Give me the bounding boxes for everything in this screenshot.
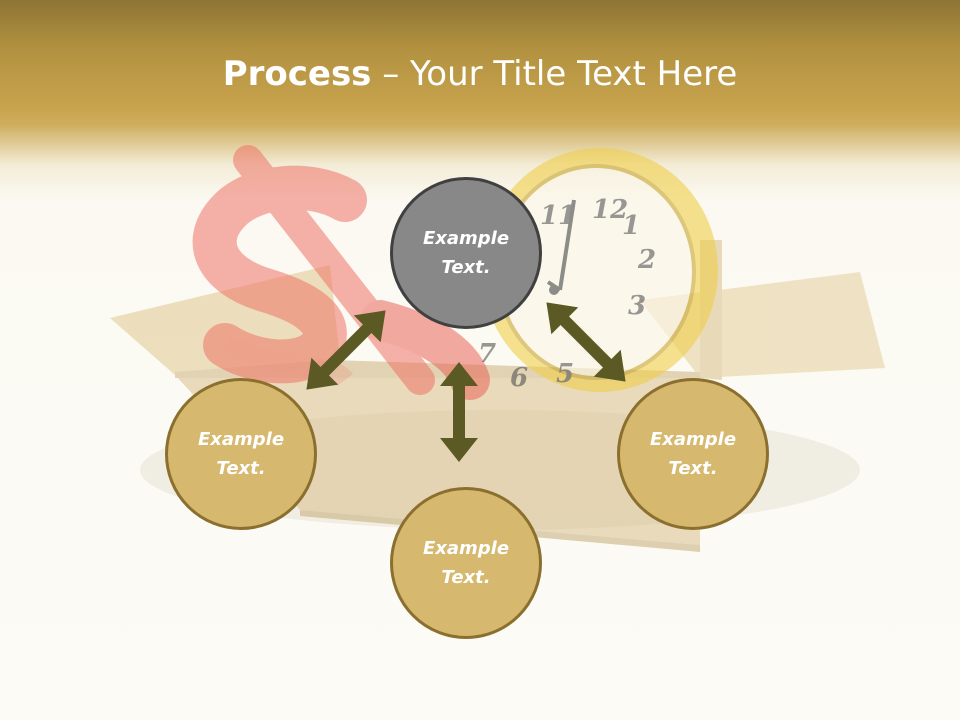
alarm-clock-icon: 12 1 2 3 5 6 7 11 — [478, 148, 718, 393]
node-label: Text. — [441, 257, 491, 278]
node-label: Example — [422, 538, 510, 559]
title-bold: Process — [222, 54, 372, 94]
clock-number: 5 — [556, 359, 574, 389]
process-node-right[interactable]: Example Text. — [617, 378, 769, 530]
process-node-bottom[interactable]: Example Text. — [390, 487, 542, 639]
node-label: Example — [197, 429, 285, 450]
node-label: Text. — [668, 458, 718, 479]
double-arrow-icon — [306, 310, 386, 390]
clock-number: 2 — [637, 245, 656, 275]
clock-number: 3 — [628, 291, 646, 321]
clock-number: 7 — [478, 339, 496, 369]
node-label: Text. — [441, 567, 491, 588]
slide-title: Process – Your Title Text Here — [0, 52, 960, 96]
clock-number: 6 — [510, 363, 528, 393]
process-node-left[interactable]: Example Text. — [165, 378, 317, 530]
node-label: Example — [422, 228, 510, 249]
process-node-top[interactable]: Example Text. — [390, 177, 542, 329]
double-arrow-icon — [546, 302, 626, 382]
dollar-sign-icon — [192, 145, 490, 400]
node-label: Example — [649, 429, 737, 450]
node-label: Text. — [216, 458, 266, 479]
double-arrow-icon — [440, 362, 478, 462]
clock-number: 12 — [592, 195, 628, 225]
clock-number: 1 — [622, 211, 640, 241]
title-rest: – Your Title Text Here — [371, 54, 738, 94]
